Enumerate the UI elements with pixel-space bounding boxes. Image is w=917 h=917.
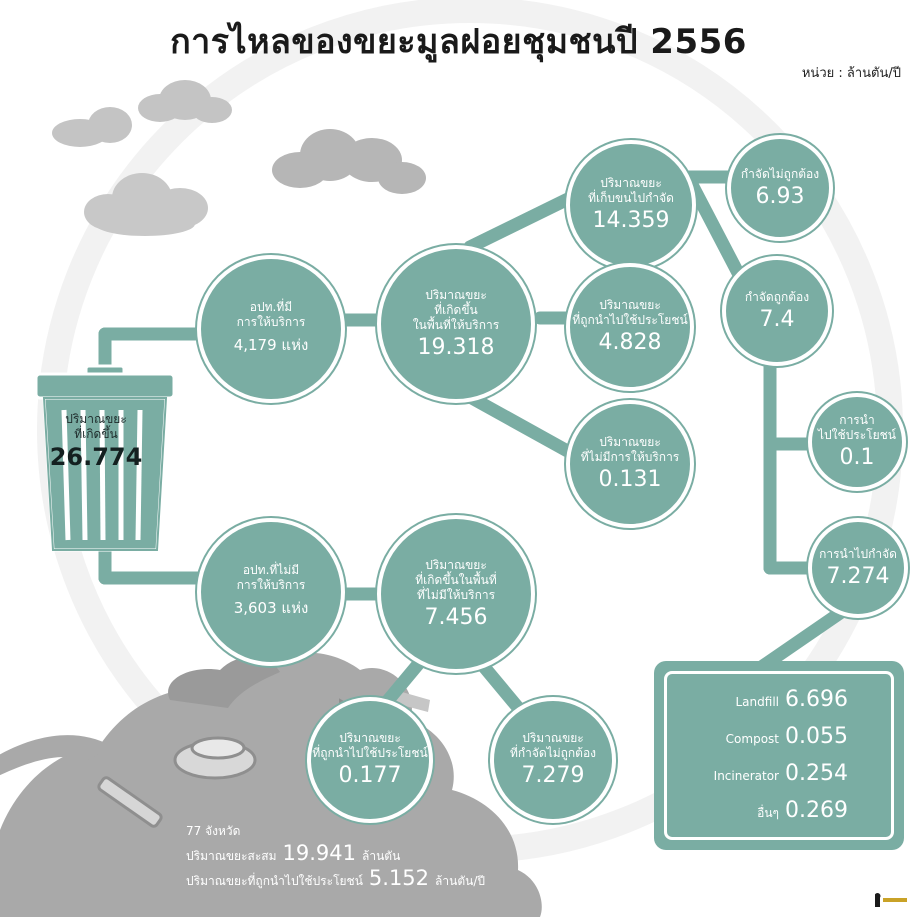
node-served-generated: ปริมาณขยะ ที่เกิดขึ้น ในพื้นที่ให้บริการ… <box>377 245 535 403</box>
node-unserved-reused: ปริมาณขยะ ที่ถูกนำไปใช้ประโยชน์ 0.177 <box>307 697 433 823</box>
accumulated-unit: ล้านตัน <box>362 849 401 863</box>
reuse-value: 5.152 <box>368 866 430 890</box>
reuse-label: ปริมาณขยะที่ถูกนำไปใช้ประโยชน์ <box>186 874 363 888</box>
node-served-reused: ปริมาณขยะ ที่ถูกนำไปใช้ประโยชน์ 4.828 <box>566 263 694 391</box>
node-label: กำจัดไม่ถูกต้อง <box>740 166 820 181</box>
node-value: 7.456 <box>424 604 488 630</box>
cloud-middle <box>272 129 426 194</box>
node-value: 3,603 แห่ง <box>233 599 309 617</box>
node-value: 4.828 <box>598 330 662 355</box>
reuse-unit: ล้านตัน/ปี <box>435 874 485 888</box>
method-row: อื่นๆ 0.269 <box>667 798 891 823</box>
accumulated-value: 19.941 <box>282 841 357 865</box>
node-value: 7.279 <box>521 763 585 788</box>
node-value: 4,179 แห่ง <box>233 336 309 354</box>
trash-bin-icon <box>34 364 176 552</box>
heap-debris <box>97 690 430 828</box>
method-name: Incinerator <box>713 769 779 783</box>
accumulated-label: ปริมาณขยะสะสม <box>186 849 277 863</box>
node-municipal-served: อปท.ที่มี การให้บริการ 4,179 แห่ง <box>197 255 345 403</box>
method-row: Landfill 6.696 <box>667 687 891 712</box>
method-value: 0.055 <box>785 724 848 749</box>
node-label: กำจัดถูกต้อง <box>744 289 810 304</box>
node-proper-disposal: กำจัดถูกต้อง 7.4 <box>722 256 832 366</box>
node-label: การนำ ไปใช้ประโยชน์ <box>818 413 896 442</box>
cloud-left <box>84 173 208 236</box>
node-label: ปริมาณขยะ ที่ไม่มีการให้บริการ <box>580 435 680 464</box>
node-improper-disposal: กำจัดไม่ถูกต้อง 6.93 <box>727 135 833 241</box>
node-value: 7.274 <box>826 563 890 589</box>
node-sent-to-disposal: การนำไปกำจัด 7.274 <box>808 518 908 618</box>
node-served-collected: ปริมาณขยะ ที่เก็บขนไปกำจัด 14.359 <box>566 140 696 270</box>
cloud-top-left <box>52 80 232 147</box>
node-served-not-served: ปริมาณขยะ ที่ไม่มีการให้บริการ 0.131 <box>566 400 694 528</box>
node-value: 0.177 <box>338 763 402 788</box>
node-label: ปริมาณขยะ ที่กำจัดไม่ถูกต้อง <box>509 731 597 760</box>
unit-label: หน่วย : ล้านตัน/ปี <box>801 66 901 81</box>
node-value: 0.131 <box>598 467 662 492</box>
flow-connectors <box>98 170 847 717</box>
node-municipal-unserved: อปท.ที่ไม่มี การให้บริการ 3,603 แห่ง <box>197 518 345 666</box>
node-unserved-improper: ปริมาณขยะ ที่กำจัดไม่ถูกต้อง 7.279 <box>490 697 616 823</box>
page-title: การไหลของขยะมูลฝอยชุมชนปี 2556 <box>170 22 747 62</box>
node-label: ปริมาณขยะ ที่ถูกนำไปใช้ประโยชน์ <box>572 298 688 327</box>
method-value: 0.254 <box>785 761 848 786</box>
node-value: 19.318 <box>417 334 495 360</box>
method-row: Compost 0.055 <box>667 724 891 749</box>
summary-provinces: 77 จังหวัด <box>186 824 241 838</box>
disposal-methods-frame: Landfill 6.696 Compost 0.055 Incinerator… <box>664 671 894 840</box>
node-label: อปท.ที่ไม่มี การให้บริการ <box>236 563 306 592</box>
method-value: 0.269 <box>785 798 848 823</box>
total-waste-value: 26.774 <box>49 443 143 471</box>
node-label: ปริมาณขยะ ที่เกิดขึ้นในพื้นที่ ที่ไม่มีใ… <box>415 557 497 602</box>
method-name: Landfill <box>735 695 780 709</box>
total-waste-label: ปริมาณขยะ ที่เกิดขึ้น 26.774 <box>40 412 152 472</box>
summary-reuse: ปริมาณขยะที่ถูกนำไปใช้ประโยชน์ 5.152 ล้านต… <box>186 867 485 892</box>
node-value: 0.1 <box>839 445 875 470</box>
node-unserved-generated: ปริมาณขยะ ที่เกิดขึ้นในพื้นที่ ที่ไม่มีใ… <box>377 515 535 673</box>
brand-logo-icon <box>875 893 907 907</box>
method-name: Compost <box>725 732 779 746</box>
node-value: 6.93 <box>755 183 805 209</box>
method-value: 6.696 <box>785 687 848 712</box>
method-name: อื่นๆ <box>757 806 779 820</box>
node-value: 14.359 <box>592 208 670 233</box>
method-row: Incinerator 0.254 <box>667 761 891 786</box>
total-waste-caption: ปริมาณขยะ ที่เกิดขึ้น <box>65 412 127 441</box>
node-label: ปริมาณขยะ ที่เกิดขึ้น ในพื้นที่ให้บริการ <box>412 287 500 332</box>
node-label: ปริมาณขยะ ที่เก็บขนไปกำจัด <box>588 176 674 205</box>
summary-accumulated: ปริมาณขยะสะสม 19.941 ล้านตัน <box>186 842 485 867</box>
node-value: 7.4 <box>759 306 795 332</box>
node-label: ปริมาณขยะ ที่ถูกนำไปใช้ประโยชน์ <box>312 731 428 760</box>
node-label: อปท.ที่มี การให้บริการ <box>236 300 306 329</box>
national-summary: 77 จังหวัด ปริมาณขยะสะสม 19.941 ล้านตัน ปร… <box>186 820 485 892</box>
node-utilized: การนำ ไปใช้ประโยชน์ 0.1 <box>808 393 906 491</box>
disposal-methods-box: Landfill 6.696 Compost 0.055 Incinerator… <box>654 661 904 850</box>
node-label: การนำไปกำจัด <box>819 546 897 561</box>
